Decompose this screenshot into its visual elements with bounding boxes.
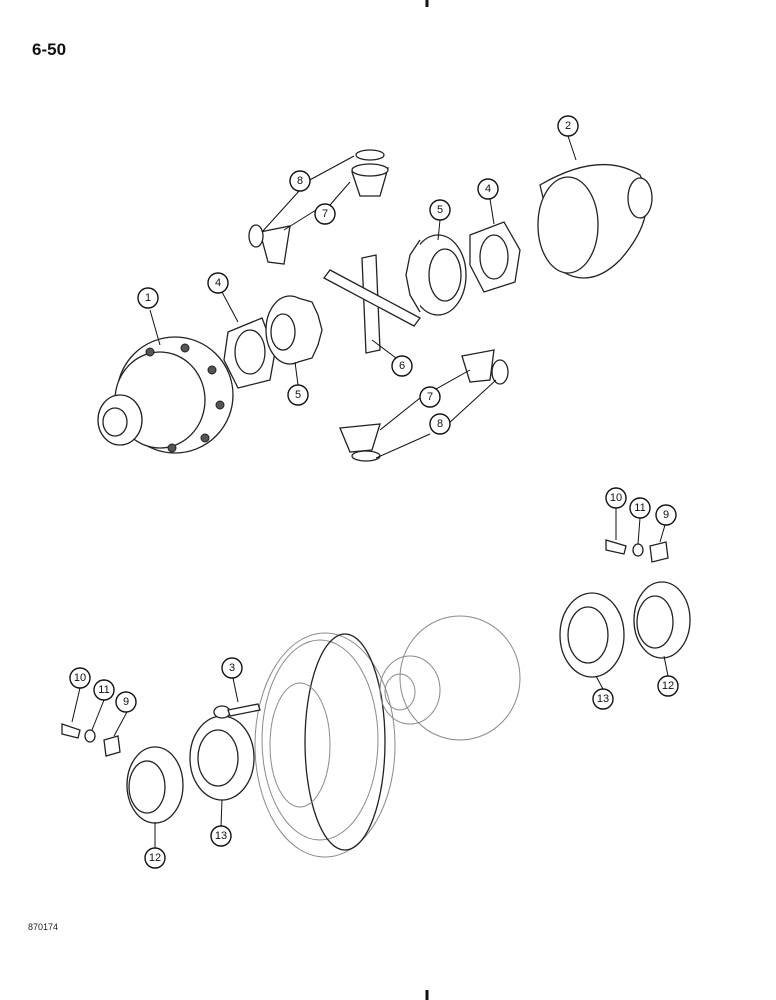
- callout-6: 6: [391, 355, 413, 377]
- pinion-gear-lower: [339, 423, 381, 453]
- adjusting-nut-left: [126, 746, 184, 824]
- adjusting-nut-right: [633, 581, 691, 659]
- callout-13-right: 13: [592, 688, 614, 710]
- svg-text:7: 7: [322, 208, 328, 220]
- svg-text:1: 1: [145, 292, 151, 304]
- callout-12-left: 12: [144, 847, 166, 869]
- cap-screw-right: [605, 539, 627, 555]
- svg-text:7: 7: [427, 391, 433, 403]
- callout-3: 3: [221, 657, 243, 679]
- pinion-gear-right: [461, 349, 495, 383]
- pinion-washer-upper: [355, 149, 385, 161]
- callout-10-right: 10: [605, 487, 627, 509]
- svg-text:2: 2: [565, 120, 571, 132]
- svg-text:13: 13: [597, 693, 609, 705]
- differential-case-half-right: [537, 164, 653, 279]
- thrust-washer-left: [223, 317, 276, 389]
- callout-10-left: 10: [69, 667, 91, 689]
- callout-7-upper: 7: [314, 203, 336, 225]
- svg-text:13: 13: [215, 830, 227, 842]
- pinion-washer-right: [491, 359, 509, 385]
- callout-5-left: 5: [287, 384, 309, 406]
- callout-5-right: 5: [429, 199, 451, 221]
- svg-text:11: 11: [98, 684, 109, 696]
- bearing-right: [559, 592, 625, 678]
- svg-text:9: 9: [663, 509, 669, 521]
- callout-11-right: 11: [629, 497, 651, 519]
- pinion-gear-left: [259, 225, 291, 265]
- callout-8-upper: 8: [289, 170, 311, 192]
- differential-case-half-left: [97, 336, 234, 454]
- svg-text:4: 4: [215, 277, 221, 289]
- cross-shaft: [323, 254, 421, 354]
- svg-text:3: 3: [229, 662, 235, 674]
- callout-13-left: 13: [210, 825, 232, 847]
- pinion-washer-left: [248, 224, 264, 248]
- pinion-washer-lower: [351, 450, 381, 462]
- callout-7-lower: 7: [419, 386, 441, 408]
- svg-text:5: 5: [437, 204, 443, 216]
- bearing-left: [189, 715, 255, 801]
- cap-screw-left: [61, 723, 81, 739]
- svg-text:9: 9: [123, 696, 129, 708]
- callout-4-left: 4: [207, 272, 229, 294]
- svg-text:12: 12: [662, 680, 674, 692]
- lock-plate-right: [649, 541, 669, 563]
- lock-plate-left: [103, 735, 121, 757]
- svg-text:8: 8: [297, 175, 303, 187]
- svg-text:10: 10: [610, 492, 622, 504]
- figure-code: 870174: [28, 922, 59, 932]
- callout-9-right: 9: [655, 504, 677, 526]
- callout-8-lower: 8: [429, 413, 451, 435]
- svg-text:12: 12: [149, 852, 161, 864]
- svg-text:5: 5: [295, 389, 301, 401]
- side-gear-left: [265, 295, 323, 365]
- svg-text:8: 8: [437, 418, 443, 430]
- page-number: 6-50: [32, 40, 67, 59]
- callout-11-left: 11: [93, 679, 115, 701]
- svg-text:6: 6: [399, 360, 405, 372]
- assembled-differential-case: [379, 615, 521, 741]
- ring-gear-bolt: [213, 703, 261, 719]
- lock-washer-left: [84, 729, 96, 743]
- callout-9-left: 9: [115, 691, 137, 713]
- svg-text:4: 4: [485, 183, 491, 195]
- lock-washer-right: [632, 543, 644, 557]
- callout-2: 2: [557, 115, 579, 137]
- callout-12-right: 12: [657, 675, 679, 697]
- callout-1: 1: [137, 287, 159, 309]
- svg-text:11: 11: [634, 502, 645, 514]
- pinion-gear-upper: [351, 163, 389, 197]
- ring-gear: [254, 632, 396, 858]
- callout-4-right: 4: [477, 178, 499, 200]
- side-gear-right: [405, 234, 467, 316]
- svg-text:10: 10: [74, 672, 86, 684]
- thrust-washer-right: [469, 221, 521, 293]
